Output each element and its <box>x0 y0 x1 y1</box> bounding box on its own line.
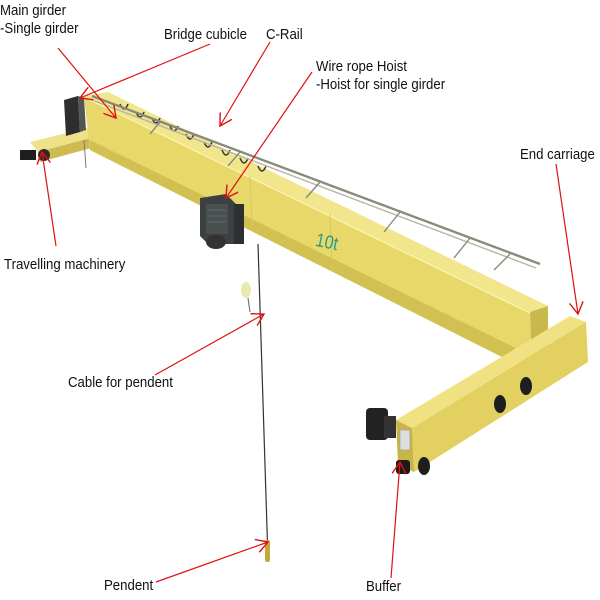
label-bridge-cubicle: Bridge cubicle <box>164 26 247 43</box>
label-main-girder-subtitle: -Single girder <box>0 20 79 37</box>
label-end-carriage: End carriage <box>520 146 595 163</box>
c-rail-track <box>91 94 541 271</box>
label-cable-for-pendent: Cable for pendent <box>68 374 173 391</box>
label-travelling-machinery: Travelling machinery <box>4 256 126 273</box>
annotation-arrows <box>42 41 578 583</box>
label-pendent: Pendent <box>104 577 154 594</box>
label-wire-rope-hoist-subtitle: -Hoist for single girder <box>316 76 446 93</box>
pendent-cable <box>241 243 270 562</box>
right-end-carriage <box>366 316 588 475</box>
label-wire-rope-hoist: Wire rope Hoist -Hoist for single girder <box>316 58 445 94</box>
label-buffer: Buffer <box>366 578 401 595</box>
label-main-girder-title: Main girder <box>0 2 67 19</box>
capacity-marking: 10t <box>313 230 340 256</box>
main-girder-body <box>84 92 548 372</box>
bridge-cubicle-box <box>64 96 86 136</box>
label-main-girder: Main girder -Single girder <box>0 2 79 38</box>
label-wire-rope-hoist-title: Wire rope Hoist <box>316 58 407 75</box>
label-c-rail: C-Rail <box>266 26 303 43</box>
hoist-unit <box>200 194 244 249</box>
